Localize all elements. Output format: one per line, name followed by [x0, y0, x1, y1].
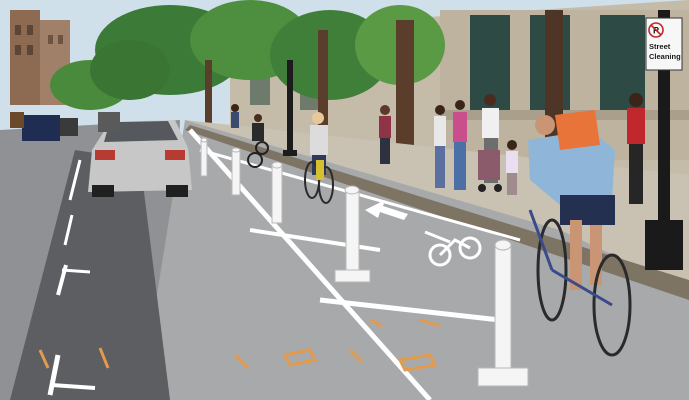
bike-lane-symbol	[424, 230, 482, 267]
orange-marks	[38, 318, 441, 372]
asphalt-patch	[10, 150, 170, 400]
bike-lane-arrow	[365, 200, 408, 220]
cyclist-mid	[304, 112, 334, 204]
pedestrian	[379, 105, 391, 164]
street-cleaning-sign: P Street Cleaning	[645, 17, 683, 71]
street-lamp	[283, 60, 297, 156]
pedestrian	[453, 100, 467, 190]
silver-car	[88, 120, 192, 197]
pedestrian	[434, 105, 446, 188]
pedestrian	[231, 104, 239, 128]
cyclist-foreground	[528, 110, 632, 357]
pedestrians	[231, 93, 645, 204]
sign-pole	[645, 10, 683, 270]
distant-cars	[10, 112, 120, 141]
no-parking-icon	[648, 22, 664, 38]
sign-line-2: Cleaning	[649, 52, 681, 61]
sign-line-1: Street	[649, 42, 671, 51]
pedestrian	[627, 93, 645, 204]
stroller	[478, 150, 502, 192]
curb	[185, 125, 689, 300]
flex-bollards	[200, 137, 529, 387]
cyclist-distant	[247, 114, 269, 168]
pedestrian	[506, 140, 518, 195]
